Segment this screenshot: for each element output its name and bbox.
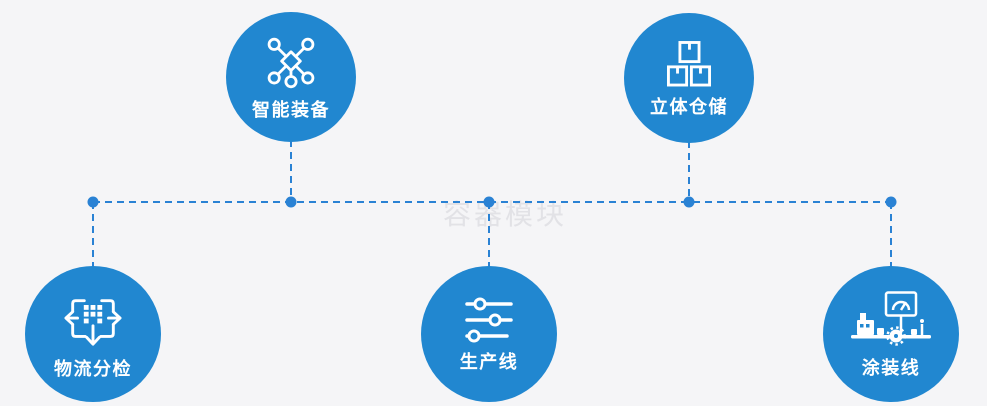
- junction-dot: [285, 196, 297, 208]
- node-painting-line[interactable]: 涂装线: [823, 266, 959, 402]
- stacked-boxes-icon: [667, 40, 711, 88]
- sliders-icon: [465, 297, 513, 343]
- node-label: 智能装备: [252, 99, 330, 121]
- node-label: 立体仓储: [650, 96, 728, 118]
- node-production-line[interactable]: 生产线: [421, 266, 557, 402]
- network-nodes-icon: [263, 35, 319, 91]
- node-stereo-warehouse[interactable]: 立体仓储: [624, 13, 754, 143]
- node-label: 物流分检: [54, 358, 132, 380]
- watermark: 容器模块: [443, 198, 568, 231]
- junction-dot: [87, 196, 99, 208]
- junction-dot: [885, 196, 897, 208]
- junction-dot: [683, 196, 695, 208]
- sorting-crossroads-icon: [62, 290, 124, 350]
- painting-machine-icon: [849, 290, 933, 349]
- node-logistics-sorting[interactable]: 物流分检: [25, 266, 161, 402]
- node-smart-equipment[interactable]: 智能装备: [226, 12, 356, 142]
- node-label: 涂装线: [861, 357, 921, 379]
- node-label: 生产线: [459, 351, 519, 373]
- junction-dot: [483, 196, 495, 208]
